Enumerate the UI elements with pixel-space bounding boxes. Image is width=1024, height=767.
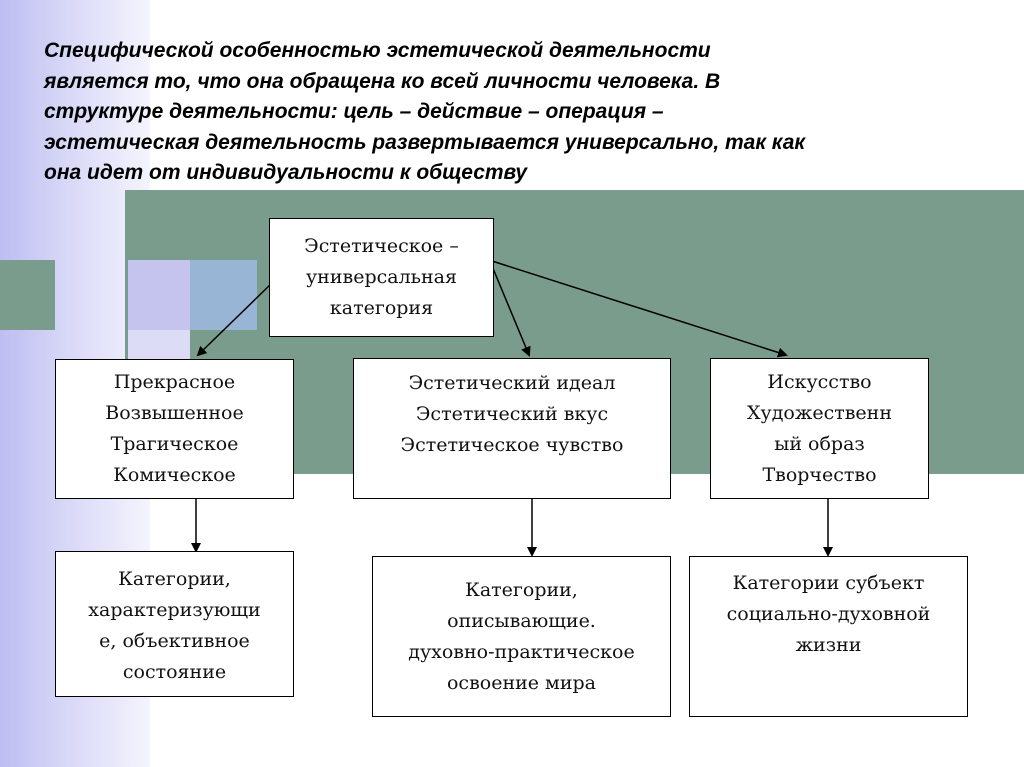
- green-band: [0, 260, 55, 330]
- root-line-2: универсальная: [306, 266, 457, 288]
- level1-box-ideal: Эстетический идеал Эстетический вкус Эст…: [353, 358, 671, 499]
- level2-box2-line-4: освоение мира: [446, 671, 596, 694]
- heading-line-2: является то, что она обращена ко всей ли…: [44, 69, 721, 93]
- level2-box2-line-1: Категории,: [465, 578, 578, 601]
- blue-square: [190, 260, 257, 330]
- level2-box1-line-1: Категории,: [118, 568, 231, 590]
- level2-box1-line-4: состояние: [122, 661, 227, 683]
- level1-box2-line-1: Эстетический идеал: [408, 372, 616, 394]
- level1-box3-line-4: Творчество: [762, 463, 877, 486]
- level2-box-practical: Категории, описывающие. духовно-практиче…: [372, 556, 671, 717]
- heading-line-1: Специфической особенностью эстетической …: [44, 39, 711, 62]
- level2-box3-line-1: Категории субъект: [732, 572, 925, 594]
- level1-box1-line-3: Трагическое: [110, 433, 239, 455]
- level1-box3-line-2: Художественн: [747, 401, 892, 424]
- level1-box3-line-1: Искусство: [767, 370, 872, 393]
- level2-box3-line-2: социально-духовной: [726, 603, 931, 625]
- level1-box1-line-1: Прекрасное: [113, 371, 236, 393]
- root-line-1: Эстетическое –: [304, 235, 459, 257]
- level2-box-objective: Категории, характеризующи е, объективное…: [55, 551, 294, 697]
- level2-box2-line-2: описывающие.: [447, 609, 596, 632]
- level1-box-beautiful: Прекрасное Возвышенное Трагическое Комич…: [55, 359, 294, 499]
- arrow-root-to-center: [491, 265, 531, 357]
- level1-box2-line-3: Эстетическое чувство: [400, 434, 624, 456]
- level1-box3-line-3: ый образ: [774, 432, 865, 455]
- root-category-box: Эстетическое – универсальная категория: [269, 218, 494, 337]
- level1-box1-line-2: Возвышенное: [105, 402, 244, 424]
- level2-box1-line-3: е, объективное: [99, 630, 250, 652]
- arrow-root-to-right: [491, 260, 788, 358]
- level1-box2-line-2: Эстетический вкус: [415, 403, 609, 425]
- heading-line-5: она идет от индивидуальности к обществу: [44, 161, 528, 184]
- heading-text: Специфической особенностью эстетической …: [44, 36, 1004, 189]
- level1-box-art: Искусство Художественн ый образ Творчест…: [710, 358, 929, 499]
- level1-box1-line-4: Комическое: [113, 464, 236, 486]
- arrow-root-to-left: [196, 282, 273, 357]
- level2-box1-line-2: характеризующи: [88, 599, 261, 621]
- heading-line-4: эстетическая деятельность развертывается…: [44, 130, 806, 154]
- heading-line-3: структуре деятельности: цель – действие …: [44, 100, 664, 123]
- level2-box2-line-3: духовно-практическое: [408, 640, 635, 663]
- level2-box3-line-3: жизни: [795, 634, 862, 656]
- level2-box-subject: Категории субъект социально-духовной жиз…: [689, 556, 968, 717]
- root-line-3: категория: [329, 297, 434, 319]
- lavender-square-mid: [128, 260, 190, 330]
